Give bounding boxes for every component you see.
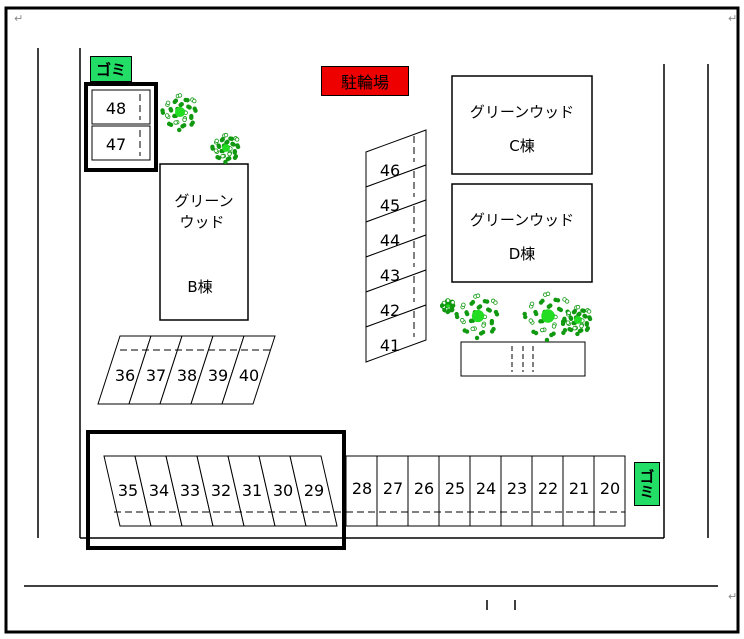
parking-spot-label-40: 40	[239, 366, 259, 385]
building-c-line2: C棟	[509, 137, 534, 155]
tree-icon	[210, 132, 241, 165]
parking-spot-label-41: 41	[380, 336, 400, 355]
parking-spot-29	[289, 455, 338, 527]
parking-spot-label-47: 47	[106, 135, 126, 154]
parking-spot-label-46: 46	[380, 161, 400, 180]
return-mark-top-left: ↵	[14, 12, 24, 25]
parking-spot-label-28: 28	[352, 479, 372, 498]
parking-spot-label-30: 30	[273, 481, 293, 500]
return-mark-top-right: ↵	[728, 12, 738, 25]
parking-spot-label-25: 25	[445, 479, 465, 498]
tree-icon	[562, 304, 593, 337]
parking-spot-label-34: 34	[149, 481, 169, 500]
parking-spot-label-22: 22	[538, 479, 558, 498]
parking-spot-label-39: 39	[208, 366, 228, 385]
parking-spot-label-38: 38	[177, 366, 197, 385]
gomi-right: ゴミ	[634, 462, 660, 506]
return-mark-bottom-right: ↵	[728, 590, 738, 603]
gomi-right-label: ゴミ	[637, 469, 656, 499]
building-b-line3: B棟	[187, 278, 212, 296]
tree-icon	[522, 291, 571, 343]
building-d	[451, 183, 593, 283]
highlight-box-48-47	[84, 82, 158, 172]
building-c-line1: グリーンウッド	[470, 103, 574, 121]
building-c	[451, 75, 593, 175]
parking-spot-41	[365, 304, 427, 363]
parking-spot-label-26: 26	[414, 479, 434, 498]
parking-spot-label-32: 32	[211, 481, 231, 500]
parking-spot-label-27: 27	[383, 479, 403, 498]
parking-spot-label-36: 36	[115, 366, 135, 385]
highlight-box-35-29	[86, 430, 346, 550]
bicycle-parking-sign: 駐輪場	[321, 66, 409, 96]
building-b-line2: ウッド	[179, 213, 224, 231]
parking-spot-label-29: 29	[304, 481, 324, 500]
parking-spot-label-31: 31	[242, 481, 262, 500]
building-d-line2: D棟	[509, 245, 536, 263]
parking-spot-label-35: 35	[118, 481, 138, 500]
parking-spot-20	[593, 455, 626, 527]
tree-icon	[454, 293, 500, 341]
parking-spot-label-43: 43	[380, 266, 400, 285]
outer-frame	[4, 6, 740, 634]
parking-spot-label-20: 20	[600, 479, 620, 498]
building-b-line1: グリーン	[174, 192, 233, 210]
parking-spot-label-44: 44	[380, 231, 400, 250]
parking-spot-label-45: 45	[380, 196, 400, 215]
parking-spot-label-33: 33	[180, 481, 200, 500]
parking-spot-label-23: 23	[507, 479, 527, 498]
parking-spot-48	[91, 89, 151, 125]
parking-spot-40	[221, 335, 276, 405]
gomi-top: ゴミ	[90, 56, 132, 82]
building-d-line1: グリーンウッド	[470, 211, 574, 229]
tree-icon	[439, 298, 456, 315]
parking-spot-label-37: 37	[146, 366, 166, 385]
parking-spot-47	[91, 125, 151, 161]
parking-spot-label-48: 48	[106, 99, 126, 118]
building-b	[159, 163, 249, 321]
parking-spot-label-21: 21	[569, 479, 589, 498]
parking-spot-label-42: 42	[380, 301, 400, 320]
tree-icon	[160, 93, 198, 133]
parking-spot-label-24: 24	[476, 479, 496, 498]
